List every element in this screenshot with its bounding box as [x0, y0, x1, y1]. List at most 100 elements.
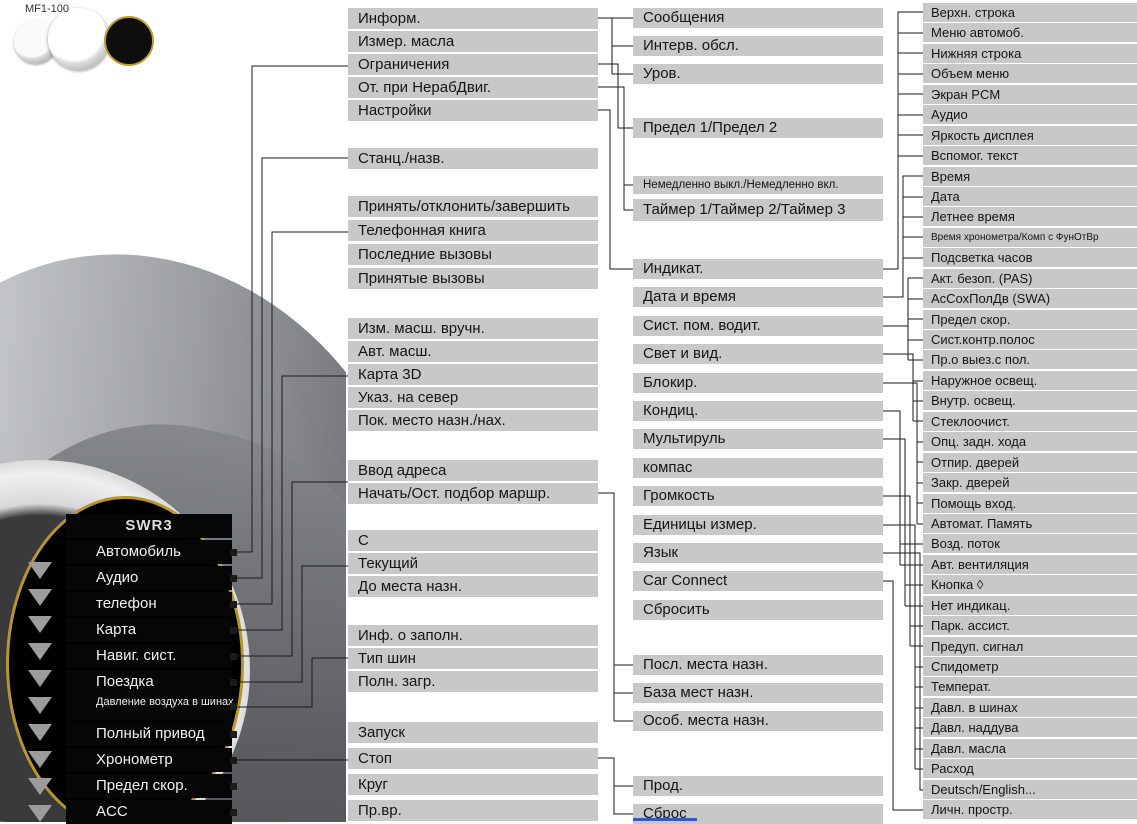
- cluster-menu-item-trip: Поездка: [66, 670, 237, 694]
- option-item: Нет индикац.: [923, 595, 1137, 615]
- submenu-item: Настройки: [348, 100, 598, 121]
- option-item: Опц. задн. хода: [923, 432, 1137, 452]
- option-item: Время: [923, 166, 1137, 186]
- option-item: Пр.о выез.с пол.: [923, 350, 1137, 370]
- submenu-group-destinations: Посл. места назн. База мест назн. Особ. …: [633, 655, 883, 731]
- submenu-item: Свет и вид.: [633, 344, 883, 365]
- option-item: Сист.контр.полос: [923, 330, 1137, 349]
- submenu-item: Сбросить: [633, 599, 883, 620]
- model-label: MF1-100: [25, 3, 70, 15]
- nav-arrow-icon: [28, 616, 52, 633]
- submenu-group-stop: Прод. Сброс: [633, 776, 883, 824]
- cluster-menu-item-speed-limit: Предел скор.: [66, 774, 237, 798]
- submenu-group-tire-pressure: Инф. о заполн. Тип шин Полн. загр.: [348, 625, 598, 692]
- submenu-item: База мест назн.: [633, 683, 883, 703]
- option-item: Подсветка часов: [923, 248, 1137, 268]
- submenu-group-map: Изм. масш. вручн. Авт. масш. Карта 3D Ук…: [348, 318, 598, 431]
- option-item: Вспомог. текст: [923, 146, 1137, 166]
- submenu-item: компас: [633, 457, 883, 478]
- option-item: Отпир. дверей: [923, 452, 1137, 472]
- option-item: Давл. наддува: [923, 718, 1137, 738]
- submenu-item: Принять/отклонить/завершить: [348, 196, 598, 217]
- nav-arrow-icon: [28, 589, 52, 606]
- submenu-item: Индикат.: [633, 259, 883, 279]
- submenu-item: Блокир.: [633, 372, 883, 393]
- option-item: Возд. поток: [923, 534, 1137, 554]
- option-item: Акт. безоп. (PAS): [923, 268, 1137, 288]
- option-item: Автомат. Память: [923, 513, 1137, 533]
- option-item: Предуп. сигнал: [923, 636, 1137, 656]
- nav-arrow-icon: [28, 724, 52, 741]
- option-item: Авт. вентиляция: [923, 554, 1137, 574]
- option-item: Аудио: [923, 105, 1137, 125]
- nav-arrow-icon: [28, 670, 52, 687]
- submenu-item: Тип шин: [348, 648, 598, 669]
- submenu-item: Пок. место назн./нах.: [348, 410, 598, 431]
- cluster-menu-item-vehicle: Автомобиль: [66, 540, 237, 564]
- submenu-item: Ограничения: [348, 54, 598, 75]
- nav-arrow-icon: [28, 805, 52, 822]
- cluster-menu-item-acc: ACC: [66, 800, 237, 824]
- submenu-item: Сообщения: [633, 8, 883, 28]
- submenu-item: Особ. места назн.: [633, 711, 883, 731]
- display-gauge-icon: [104, 16, 154, 66]
- option-item: Давл. масла: [923, 738, 1137, 758]
- option-item: Парк. ассист.: [923, 616, 1137, 636]
- option-item: Закр. дверей: [923, 473, 1137, 493]
- option-item: Кнопка ◊: [923, 575, 1137, 595]
- submenu-item: Станц./назв.: [348, 148, 598, 169]
- option-item: Нижняя строка: [923, 43, 1137, 63]
- submenu-item: Круг: [348, 774, 598, 795]
- submenu-item: Принятые вызовы: [348, 268, 598, 289]
- submenu-item: Изм. масш. вручн.: [348, 318, 598, 339]
- submenu-item: Ввод адреса: [348, 460, 598, 481]
- submenu-group-phone: Принять/отклонить/завершить Телефонная к…: [348, 196, 598, 289]
- option-item: Дата: [923, 186, 1137, 206]
- options-column: Верхн. строка Меню автомоб. Нижняя строк…: [923, 3, 1137, 820]
- submenu-item: Текущий: [348, 553, 598, 574]
- submenu-group-inform: Сообщения Интерв. обсл. Уров.: [633, 8, 883, 84]
- submenu-item: Немедленно выкл./Немедленно вкл.: [633, 176, 883, 194]
- option-item: Верхн. строка: [923, 3, 1137, 22]
- submenu-item: Измер. масла: [348, 31, 598, 52]
- submenu-group-audio: Станц./назв.: [348, 148, 598, 169]
- submenu-group-vehicle: Информ. Измер. масла Ограничения От. при…: [348, 8, 598, 121]
- option-item: Спидометр: [923, 657, 1137, 676]
- submenu-item: От. при НерабДвиг.: [348, 77, 598, 98]
- submenu-item: С: [348, 530, 598, 551]
- option-item: Летнее время: [923, 207, 1137, 227]
- nav-arrow-icon: [28, 778, 52, 795]
- option-item: Внутр. освещ.: [923, 391, 1137, 411]
- option-item: Наружное освещ.: [923, 370, 1137, 390]
- submenu-group-limits: Предел 1/Предел 2: [633, 118, 883, 138]
- submenu-group-trip: С Текущий До места назн.: [348, 530, 598, 597]
- option-item: Яркость дисплея: [923, 125, 1137, 145]
- option-item: Помощь вход.: [923, 493, 1137, 513]
- submenu-item: Мультируль: [633, 429, 883, 450]
- submenu-item: Инф. о заполн.: [348, 625, 598, 646]
- submenu-item: Начать/Ост. подбор маршр.: [348, 483, 598, 504]
- option-item: Расход: [923, 759, 1137, 779]
- submenu-item: Предел 1/Предел 2: [633, 118, 883, 138]
- submenu-item: Единицы измер.: [633, 514, 883, 535]
- submenu-item: Car Connect: [633, 571, 883, 592]
- cluster-menu-item-navigation: Навиг. сист.: [66, 644, 237, 668]
- option-item: Предел скор.: [923, 309, 1137, 329]
- submenu-item: Запуск: [348, 722, 598, 743]
- submenu-item: Пр.вр.: [348, 800, 598, 821]
- nav-arrow-icon: [28, 562, 52, 579]
- submenu-item: Интерв. обсл.: [633, 36, 883, 56]
- option-item: Личн. простр.: [923, 800, 1137, 820]
- submenu-item: Полн. загр.: [348, 671, 598, 692]
- nav-arrow-icon: [28, 697, 52, 714]
- cluster-menu-item-audio: Аудио: [66, 566, 237, 590]
- cluster-menu-item-awd: Полный привод: [66, 722, 237, 746]
- option-item: Объем меню: [923, 64, 1137, 84]
- submenu-item: Язык: [633, 542, 883, 563]
- submenu-item: До места назн.: [348, 576, 598, 597]
- submenu-item: Авт. масш.: [348, 341, 598, 362]
- cluster-menu-item-chrono: Хронометр: [66, 748, 237, 772]
- submenu-item: Таймер 1/Таймер 2/Таймер 3: [633, 199, 883, 221]
- submenu-item: Последние вызовы: [348, 244, 598, 265]
- underline-mark: [633, 818, 697, 821]
